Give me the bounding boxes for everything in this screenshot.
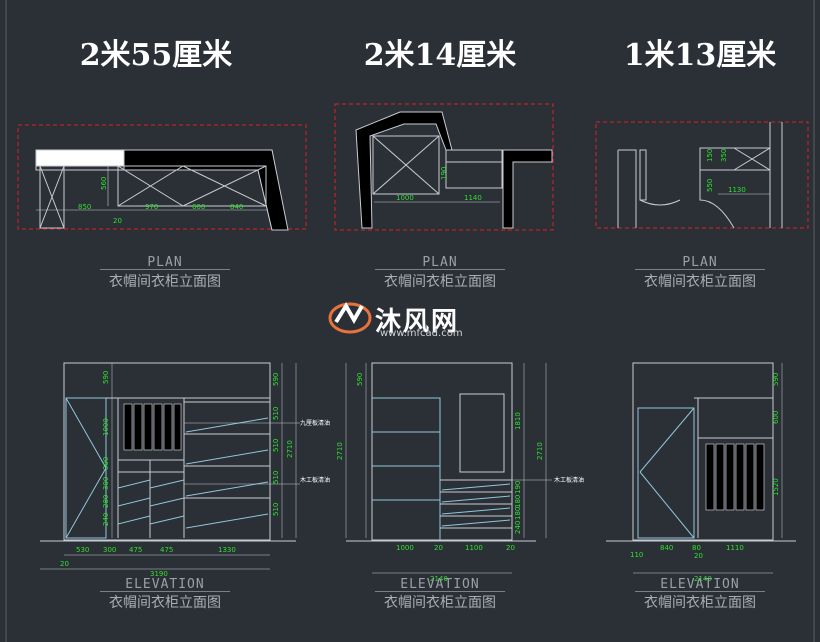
svg-text:190: 190: [514, 481, 522, 494]
plan3-boundary: [595, 121, 809, 229]
watermark-text: 沐风网: [375, 307, 460, 337]
plan1-boundary: [17, 124, 307, 230]
dim-plan3-350: 350: [720, 149, 728, 162]
plan-label-3: PLAN: [682, 255, 718, 270]
svg-text:2140: 2140: [430, 575, 448, 583]
svg-text:2140: 2140: [694, 575, 712, 583]
note-blockboard-1: 木工板清油: [300, 476, 330, 484]
title-right: 1米13厘米: [623, 38, 777, 73]
svg-text:1520: 1520: [772, 478, 780, 496]
plan-caption-2: 衣帽间衣柜立面图: [384, 274, 496, 290]
svg-text:1810: 1810: [514, 412, 522, 430]
dim-plan1-850: 850: [78, 203, 91, 211]
plan-label-2: PLAN: [422, 255, 458, 270]
note-plywood: 九厘板清油: [300, 419, 330, 427]
svg-text:2710: 2710: [536, 442, 544, 460]
svg-text:1000: 1000: [102, 418, 110, 436]
elevation-label-1: ELEVATION: [125, 577, 205, 592]
dim-plan1-20: 20: [113, 217, 122, 225]
svg-text:240: 240: [514, 521, 522, 534]
dim-plan2-190: 190: [440, 167, 448, 180]
dim-plan3-1130: 1130: [728, 186, 746, 194]
elevation-caption-3: 衣帽间衣柜立面图: [644, 595, 756, 611]
svg-text:180: 180: [514, 507, 522, 520]
svg-text:20: 20: [506, 544, 515, 552]
svg-text:280: 280: [102, 495, 110, 508]
svg-text:300: 300: [103, 546, 116, 554]
svg-text:3190: 3190: [150, 570, 168, 578]
svg-text:240: 240: [102, 513, 110, 526]
note-blockboard-2: 木工板清油: [554, 476, 584, 484]
elevation-caption-2: 衣帽间衣柜立面图: [384, 595, 496, 611]
svg-text:530: 530: [76, 546, 89, 554]
elevation-2: 木工板清油 1000 20 1100 20 2140 590 2710 1810…: [336, 362, 584, 583]
dim-plan1-970: 970: [145, 203, 158, 211]
svg-text:1100: 1100: [465, 544, 483, 552]
plan-caption-1: 衣帽间衣柜立面图: [109, 274, 221, 290]
svg-text:590: 590: [272, 373, 280, 386]
svg-text:590: 590: [102, 371, 110, 384]
svg-text:475: 475: [160, 546, 173, 554]
dim-plan3-150: 150: [706, 149, 714, 162]
plan-caption-3: 衣帽间衣柜立面图: [644, 274, 756, 290]
plan2-boundary: [334, 103, 554, 231]
hanging-clothes-1: [123, 403, 182, 451]
svg-text:600: 600: [772, 411, 780, 424]
elevation-label-2: ELEVATION: [400, 577, 480, 592]
svg-text:20: 20: [60, 560, 69, 568]
svg-text:590: 590: [356, 373, 364, 386]
svg-text:20: 20: [434, 544, 443, 552]
plan-3: 1130 550 150 350: [595, 121, 809, 229]
dim-plan1-840: 840: [230, 203, 243, 211]
svg-text:510: 510: [272, 439, 280, 452]
svg-text:1000: 1000: [396, 544, 414, 552]
dim-plan2-1000: 1000: [396, 194, 414, 202]
dim-plan2-1140: 1140: [464, 194, 482, 202]
svg-text:1110: 1110: [726, 544, 744, 552]
elevation-label-3: ELEVATION: [660, 577, 740, 592]
title-center: 2米14厘米: [363, 38, 517, 73]
svg-text:590: 590: [772, 373, 780, 386]
svg-text:80: 80: [692, 544, 701, 552]
svg-text:2710: 2710: [336, 442, 344, 460]
svg-text:20: 20: [694, 552, 703, 560]
svg-text:180: 180: [514, 495, 522, 508]
dim-plan1-560: 560: [100, 177, 108, 190]
svg-text:300: 300: [102, 477, 110, 490]
svg-text:2710: 2710: [286, 440, 294, 458]
svg-text:510: 510: [272, 407, 280, 420]
svg-text:475: 475: [129, 546, 142, 554]
svg-text:110: 110: [630, 551, 643, 559]
plan-2: 1000 1140 190: [334, 103, 554, 231]
title-left: 2米55厘米: [79, 38, 233, 73]
svg-text:1330: 1330: [218, 546, 236, 554]
dim-plan3-550: 550: [706, 179, 714, 192]
svg-text:510: 510: [272, 471, 280, 484]
svg-text:300: 300: [102, 457, 110, 470]
elevation-1: 九厘板清油 木工板清油 530 300 475 475 1330 3190 20…: [40, 362, 330, 578]
watermark-logo-icon: [328, 302, 372, 334]
svg-text:510: 510: [272, 503, 280, 516]
watermark-url: www.mfcad.com: [380, 328, 463, 339]
dim-plan1-600: 600: [192, 203, 205, 211]
plan-1: 850 970 600 840 20 560: [17, 124, 307, 231]
svg-text:840: 840: [660, 544, 673, 552]
hanging-clothes-3: [705, 443, 765, 511]
elevation-caption-1: 衣帽间衣柜立面图: [109, 595, 221, 611]
plan-label-1: PLAN: [147, 255, 183, 270]
elevation-3: 110 840 80 1110 20 2140 590 600 1520: [606, 362, 796, 583]
